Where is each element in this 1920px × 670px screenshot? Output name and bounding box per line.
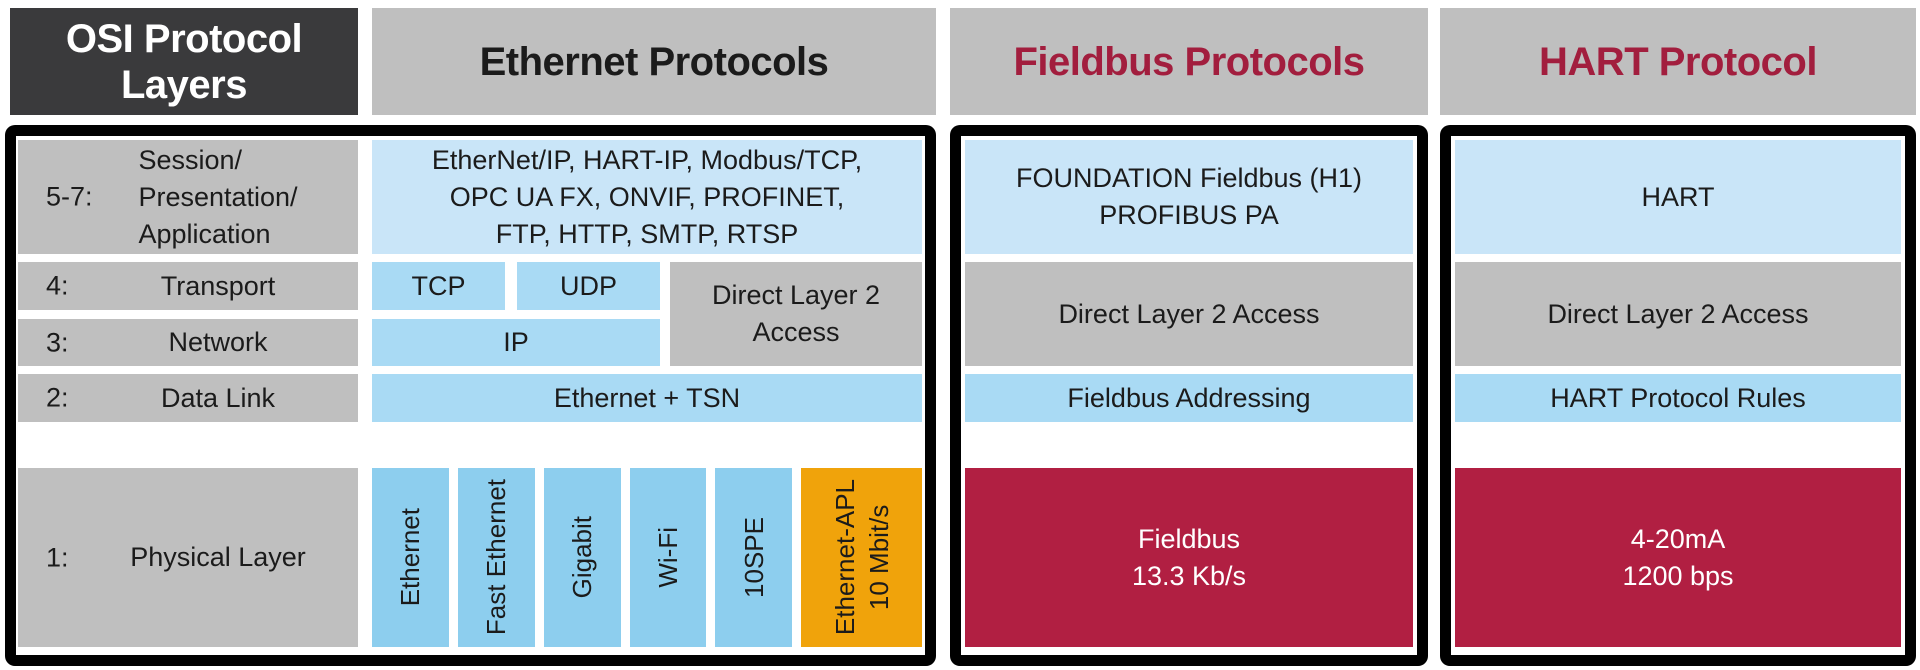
- osi-layer-5-7-number: 5-7:: [46, 181, 93, 212]
- hart-direct-layer2-box: Direct Layer 2 Access: [1455, 262, 1901, 366]
- ethernet-physical-10spe-box: 10SPE: [715, 468, 793, 647]
- ethernet-physical-wifi-box: Wi-Fi: [629, 468, 707, 647]
- ethernet-application-protocols-box: EtherNet/IP, HART-IP, Modbus/TCP, OPC UA…: [372, 140, 922, 254]
- ethernet-physical-ethernet-box: Ethernet: [372, 468, 449, 647]
- fieldbus-physical-box: Fieldbus 13.3 Kb/s: [965, 468, 1413, 647]
- osi-layer-4: 4: Transport: [18, 262, 358, 310]
- osi-layer-3: 3: Network: [18, 319, 358, 366]
- ethernet-physical-apl-box: Ethernet-APL 10 Mbit/s: [801, 468, 922, 647]
- osi-layer-2-number: 2:: [46, 382, 69, 413]
- hart-protocol-rules-box: HART Protocol Rules: [1455, 374, 1901, 422]
- ethernet-tsn-box: Ethernet + TSN: [372, 374, 922, 422]
- osi-layer-2-label: Data Link: [160, 382, 276, 413]
- osi-layer-2: 2: Data Link: [18, 374, 358, 422]
- ethernet-physical-wifi-label: Wi-Fi: [653, 527, 683, 588]
- osi-layer-5-7: 5-7: Session/ Presentation/ Application: [18, 140, 358, 254]
- osi-layer-3-label: Network: [168, 327, 268, 357]
- osi-layer-1: 1: Physical Layer: [18, 468, 358, 647]
- ethernet-ip-box: IP: [372, 319, 660, 366]
- osi-layer-1-number: 1:: [46, 542, 69, 572]
- ethernet-physical-gigabit-label: Gigabit: [567, 516, 598, 599]
- ethernet-physical-10spe-label: 10SPE: [738, 517, 769, 598]
- ethernet-physical-layer-group: Ethernet Fast Ethernet Gigabit Wi-Fi 10S…: [372, 468, 922, 647]
- ethernet-physical-apl-label: Ethernet-APL 10 Mbit/s: [829, 479, 894, 636]
- fieldbus-protocols-header: Fieldbus Protocols: [950, 8, 1428, 115]
- fieldbus-addressing-box: Fieldbus Addressing: [965, 374, 1413, 422]
- ethernet-direct-layer2-box: Direct Layer 2 Access: [670, 262, 922, 366]
- ethernet-physical-fast-ethernet-box: Fast Ethernet: [457, 468, 535, 647]
- ethernet-udp-box: UDP: [517, 262, 660, 310]
- osi-layer-4-label: Transport: [160, 270, 276, 301]
- ethernet-physical-fast-ethernet-label: Fast Ethernet: [481, 479, 512, 636]
- fieldbus-application-box: FOUNDATION Fieldbus (H1) PROFIBUS PA: [965, 140, 1413, 254]
- osi-layers-header: OSI Protocol Layers: [10, 8, 358, 115]
- osi-layer-3-number: 3:: [46, 327, 69, 357]
- hart-application-box: HART: [1455, 140, 1901, 254]
- osi-layer-5-7-label: Session/ Presentation/ Application: [138, 144, 298, 249]
- hart-protocol-header: HART Protocol: [1440, 8, 1916, 115]
- fieldbus-direct-layer2-box: Direct Layer 2 Access: [965, 262, 1413, 366]
- ethernet-physical-ethernet-label: Ethernet: [395, 508, 426, 607]
- ethernet-physical-gigabit-box: Gigabit: [543, 468, 621, 647]
- osi-layer-1-label: Physical Layer: [130, 542, 306, 572]
- ethernet-tcp-box: TCP: [372, 262, 505, 310]
- ethernet-protocols-header: Ethernet Protocols: [372, 8, 936, 115]
- hart-physical-box: 4-20mA 1200 bps: [1455, 468, 1901, 647]
- osi-layer-4-number: 4:: [46, 270, 69, 301]
